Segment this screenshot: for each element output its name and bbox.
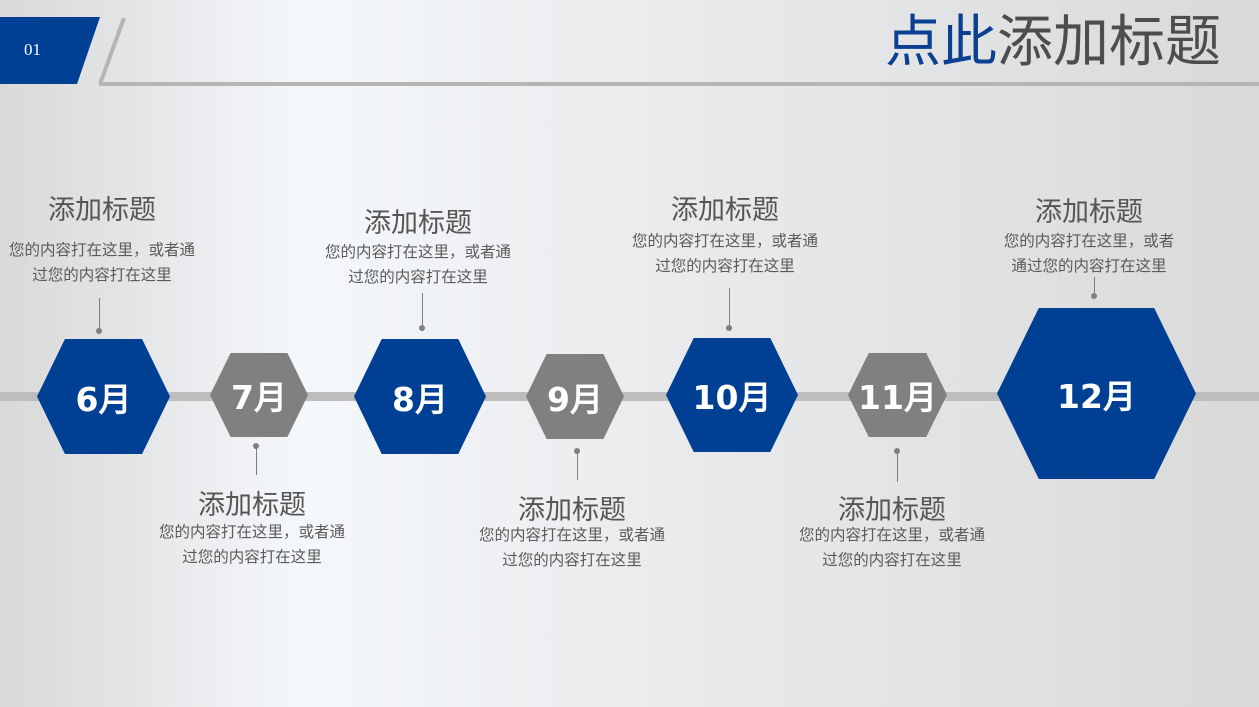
block-desc-line1: 您的内容打在这里，或者 xyxy=(1003,232,1175,250)
hexagon-month-12[interactable]: 12月 xyxy=(997,308,1196,479)
block-desc-line2: 过您的内容打在这里 xyxy=(348,268,488,286)
connector-line xyxy=(99,298,100,331)
connector-line xyxy=(729,288,730,328)
block-title: 添加标题 xyxy=(671,195,779,226)
block-desc-line2: 过您的内容打在这里 xyxy=(32,266,172,284)
block-desc-line2: 过您的内容打在这里 xyxy=(502,551,642,569)
block-desc-line1: 您的内容打在这里，或者通 xyxy=(798,526,985,544)
connector-dot xyxy=(726,325,732,331)
block-desc-line1: 您的内容打在这里，或者通 xyxy=(631,232,818,250)
block-title: 添加标题 xyxy=(518,495,626,526)
timeline-text-12[interactable]: 添加标题 您的内容打在这里，或者 通过您的内容打在这里 xyxy=(969,198,1209,279)
month-label: 6月 xyxy=(75,379,132,419)
connector-line xyxy=(422,293,423,328)
connector-dot xyxy=(419,325,425,331)
block-title: 添加标题 xyxy=(364,208,472,239)
block-desc-line1: 您的内容打在这里，或者通 xyxy=(158,523,345,541)
month-label: 8月 xyxy=(392,379,448,419)
block-title: 添加标题 xyxy=(198,490,306,521)
header-slash-divider xyxy=(98,18,126,85)
block-title: 添加标题 xyxy=(48,195,156,226)
month-label: 11月 xyxy=(858,378,937,417)
timeline-text-10[interactable]: 添加标题 您的内容打在这里，或者通 过您的内容打在这里 xyxy=(605,196,845,279)
block-desc-line2: 过您的内容打在这里 xyxy=(655,257,795,275)
block-desc-line1: 您的内容打在这里，或者通 xyxy=(324,243,511,261)
hexagon-month-7[interactable]: 7月 xyxy=(210,353,308,437)
block-desc-line2: 过您的内容打在这里 xyxy=(182,548,322,566)
timeline-text-6[interactable]: 添加标题 您的内容打在这里，或者通 过您的内容打在这里 xyxy=(0,196,222,288)
block-title: 添加标题 xyxy=(838,495,946,526)
timeline-bar xyxy=(0,392,1259,401)
timeline-text-8[interactable]: 添加标题 您的内容打在这里，或者通 过您的内容打在这里 xyxy=(298,209,538,290)
connector-line xyxy=(577,451,578,480)
connector-line xyxy=(256,446,257,475)
block-desc-line2: 通过您的内容打在这里 xyxy=(1011,257,1167,275)
month-label: 7月 xyxy=(231,378,287,417)
block-desc-line1: 您的内容打在这里，或者通 xyxy=(478,526,665,544)
block-desc-line2: 过您的内容打在这里 xyxy=(822,551,962,569)
month-label: 9月 xyxy=(547,379,603,419)
hexagon-month-9[interactable]: 9月 xyxy=(526,354,624,439)
hexagon-month-10[interactable]: 10月 xyxy=(666,338,798,452)
page-title[interactable]: 点此添加标题 xyxy=(885,8,1221,78)
page-title-rest: 添加标题 xyxy=(997,10,1221,75)
header-rule xyxy=(99,82,1259,86)
timeline-text-9[interactable]: 添加标题 您的内容打在这里，或者通 过您的内容打在这里 xyxy=(452,496,692,573)
hexagon-month-11[interactable]: 11月 xyxy=(848,353,947,437)
block-desc-line1: 您的内容打在这里，或者通 xyxy=(8,241,195,259)
block-title: 添加标题 xyxy=(1035,197,1143,228)
hexagon-month-8[interactable]: 8月 xyxy=(354,339,486,454)
connector-line xyxy=(897,451,898,482)
connector-dot xyxy=(1091,293,1097,299)
month-label: 12月 xyxy=(1057,376,1136,416)
month-label: 10月 xyxy=(692,378,772,417)
page-title-highlight: 点此 xyxy=(885,10,997,75)
timeline-text-7[interactable]: 添加标题 您的内容打在这里，或者通 过您的内容打在这里 xyxy=(132,491,372,570)
slide-number: 01 xyxy=(24,40,41,59)
connector-dot xyxy=(96,328,102,334)
timeline-text-11[interactable]: 添加标题 您的内容打在这里，或者通 过您的内容打在这里 xyxy=(772,496,1012,573)
slide-number-tab xyxy=(0,17,100,84)
hexagon-month-6[interactable]: 6月 xyxy=(37,339,170,454)
connector-line xyxy=(1094,277,1095,296)
